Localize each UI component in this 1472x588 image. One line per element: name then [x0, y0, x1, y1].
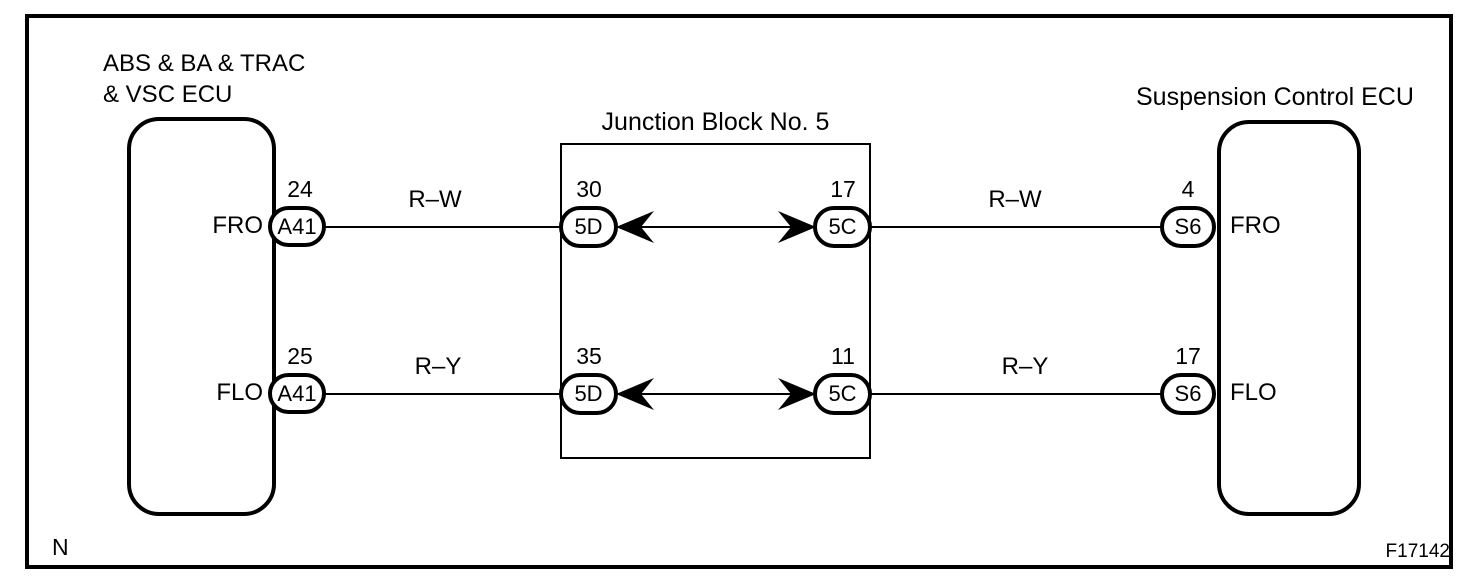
left-ecu-pin-label-fro: FRO — [212, 212, 263, 239]
arrow-right-icon — [778, 211, 816, 243]
arrow-left-icon — [616, 378, 654, 410]
connector-oval-5d-top: 5D — [559, 206, 618, 248]
left-ecu-title-line2: & VSC ECU — [103, 81, 233, 108]
right-ecu-pin-label-flo: FLO — [1230, 379, 1277, 406]
junction-terminal-35: 35 — [576, 343, 602, 369]
diagram-outer-border — [25, 14, 1453, 569]
wire-bottom-right — [870, 393, 1162, 395]
connector-oval-5d-bottom: 5D — [559, 373, 618, 415]
wire-label-ry-right: R–Y — [1001, 353, 1049, 380]
figure-id: F17142 — [1385, 541, 1450, 562]
left-ecu-terminal-25: 25 — [287, 343, 313, 369]
right-ecu-terminal-17: 17 — [1175, 343, 1201, 369]
wire-bottom-left — [322, 393, 562, 395]
arrow-right-icon — [778, 378, 816, 410]
left-ecu-title-line1: ABS & BA & TRAC — [103, 50, 306, 77]
connector-oval-a41-top: A41 — [268, 206, 326, 247]
connector-oval-a41-bottom: A41 — [268, 373, 326, 414]
wire-label-ry-left: R–Y — [414, 353, 462, 380]
connector-oval-s6-top: S6 — [1160, 206, 1216, 248]
connector-oval-5c-top: 5C — [813, 206, 872, 248]
right-ecu-title: Suspension Control ECU — [1136, 83, 1414, 111]
left-ecu-terminal-24: 24 — [287, 176, 313, 202]
wire-top-right — [870, 226, 1162, 228]
left-ecu-title: ABS & BA & TRAC & VSC ECU — [103, 48, 305, 110]
connector-oval-s6-bottom: S6 — [1160, 373, 1216, 415]
left-ecu-pin-label-flo: FLO — [216, 379, 263, 406]
junction-block-title: Junction Block No. 5 — [601, 108, 830, 136]
arrow-left-icon — [616, 211, 654, 243]
junction-terminal-11: 11 — [831, 343, 855, 369]
junction-internal-wire-top — [616, 226, 816, 228]
wire-label-rw-left: R–W — [408, 186, 462, 213]
junction-internal-wire-bottom — [616, 393, 816, 395]
wire-top-left — [322, 226, 562, 228]
wire-label-rw-right: R–W — [988, 186, 1042, 213]
left-ecu-block — [127, 117, 276, 516]
right-ecu-terminal-4: 4 — [1181, 176, 1195, 202]
connector-oval-5c-bottom: 5C — [813, 373, 872, 415]
footer-note: N — [52, 534, 69, 560]
junction-terminal-30: 30 — [576, 176, 602, 202]
right-ecu-block — [1217, 120, 1361, 516]
junction-terminal-17: 17 — [830, 176, 856, 202]
right-ecu-pin-label-fro: FRO — [1230, 212, 1281, 239]
